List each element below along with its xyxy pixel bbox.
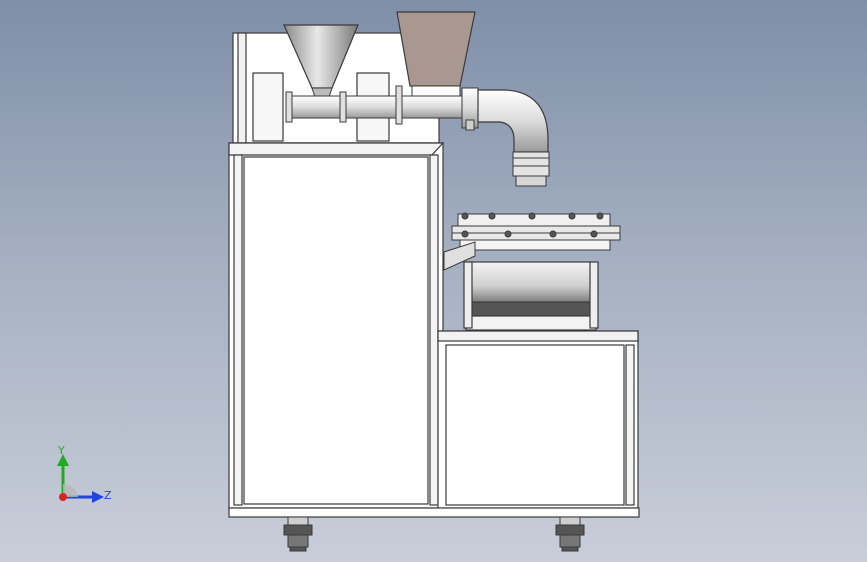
conveyor-plate[interactable] [443,212,621,271]
discharge-elbow[interactable] [477,89,550,187]
axis-triad[interactable]: Y Z [44,440,124,520]
auger-pipe[interactable] [285,85,479,131]
y-axis-label: Y [57,444,65,457]
z-arrow-icon [92,491,104,503]
xy-plane-icon [63,484,78,497]
x-axis-icon [59,493,67,501]
side-cabinet[interactable] [437,330,639,509]
base-rail [228,507,640,518]
caster-right[interactable] [555,516,585,552]
caster-left[interactable] [283,516,313,552]
main-cabinet[interactable] [228,142,445,509]
drum-roller[interactable] [463,261,599,331]
y-arrow-icon [57,454,69,466]
z-axis-label: Z [104,489,112,502]
